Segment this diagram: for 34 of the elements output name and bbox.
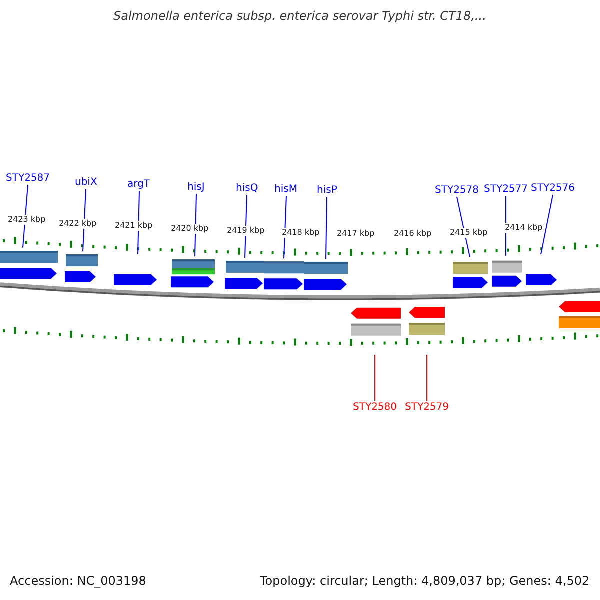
leader-line	[456, 196, 470, 258]
scale-label: 2421 kbp	[115, 221, 153, 231]
leader-line	[22, 184, 28, 248]
leader-line	[374, 354, 376, 402]
genome-summary-text: Topology: circular; Length: 4,809,037 bp; Genes: 4,502	[260, 575, 590, 588]
gene-label: STY2580	[353, 401, 398, 414]
scale-label: 2420 kbp	[171, 224, 209, 234]
scale-label: 2415 kbp	[450, 228, 488, 238]
scale-label: 2414 kbp	[505, 223, 543, 233]
scale-label: 2422 kbp	[59, 219, 97, 229]
gene-label: hisM	[274, 183, 298, 196]
gene-label: argT	[128, 178, 150, 191]
gene-label: ubiX	[75, 176, 98, 189]
scale-label: 2423 kbp	[8, 215, 46, 225]
gene-label: STY2579	[405, 401, 450, 414]
scale-label: 2416 kbp	[394, 229, 432, 239]
title-text: Salmonella enterica subsp. enterica serovar Typhi str. CT18,...	[114, 10, 486, 23]
scale-label: 2417 kbp	[337, 229, 375, 239]
gene-label: STY2578	[435, 184, 480, 197]
leader-line	[82, 188, 86, 252]
leader-line	[540, 194, 554, 255]
scale-label: 2418 kbp	[282, 228, 320, 238]
gene-label: hisJ	[188, 181, 205, 194]
leader-line	[194, 194, 197, 258]
leader-line	[326, 196, 328, 260]
gene-label: STY2576	[531, 182, 576, 195]
gene-label: hisQ	[236, 182, 258, 195]
leader-line	[244, 194, 248, 258]
scale-label: 2419 kbp	[227, 226, 265, 236]
gene-label: hisP	[317, 184, 338, 197]
leader-line	[426, 354, 428, 402]
accession-text: Accession: NC_003198	[10, 575, 146, 588]
gene-label: STY2587	[6, 172, 50, 185]
gene-label: STY2577	[484, 183, 528, 196]
